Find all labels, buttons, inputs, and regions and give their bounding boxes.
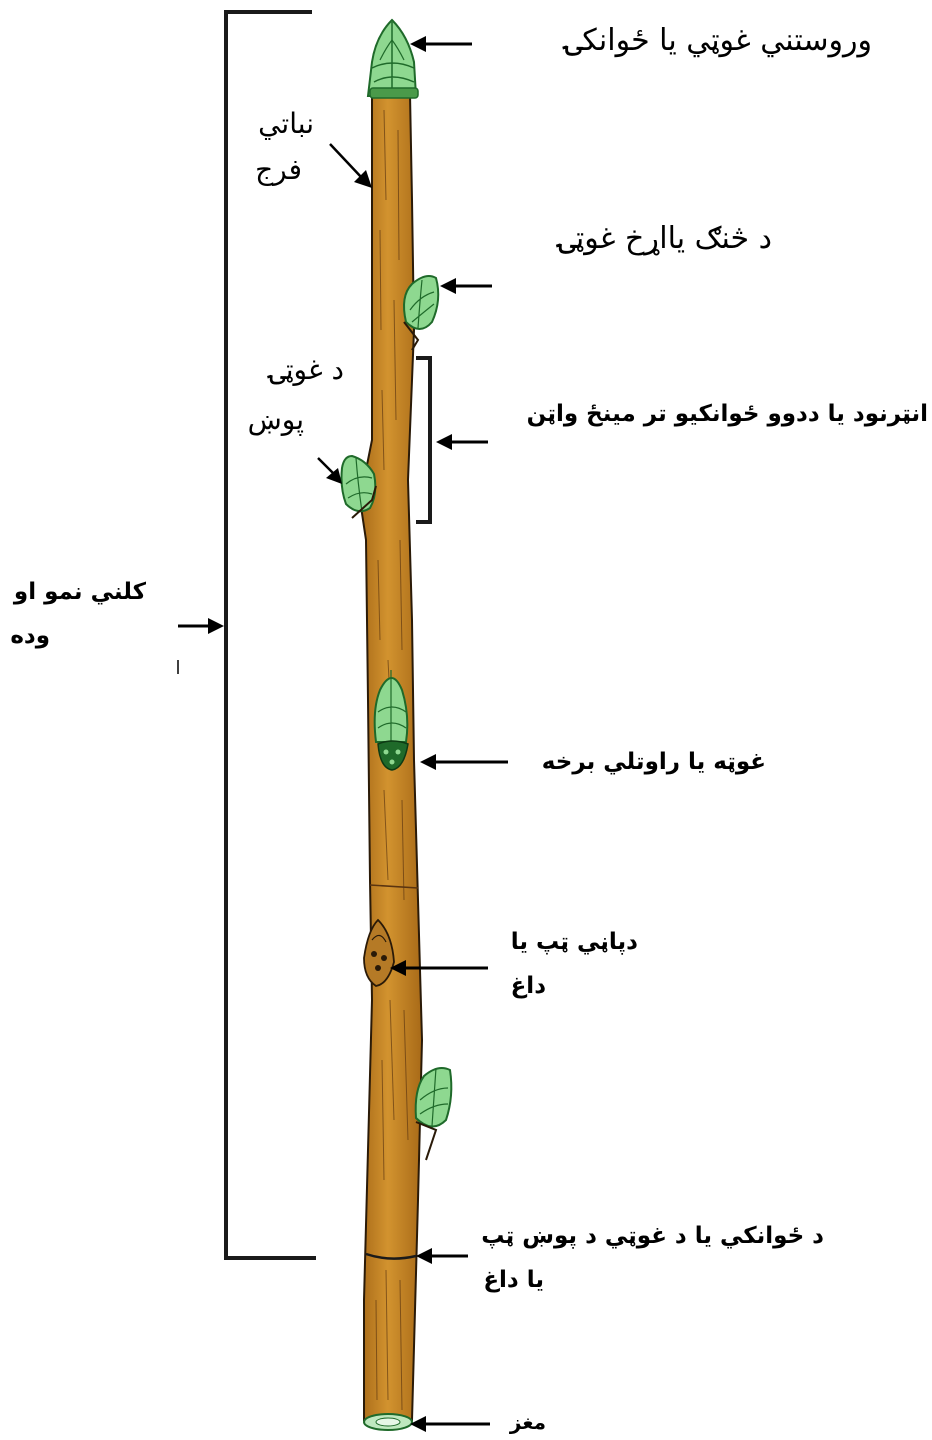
vegetative-part-arrow bbox=[330, 144, 372, 188]
terminal-bud-arrow bbox=[410, 36, 472, 52]
annual-growth-label-line2: وده bbox=[10, 622, 50, 651]
terminal-bud-label: وروستني غوټي يا ځوانکۍ bbox=[565, 22, 872, 60]
leaf-scar-arrow bbox=[390, 960, 488, 976]
node-arrow bbox=[420, 754, 508, 770]
vegetative-part-label-line1: نباتي bbox=[258, 106, 314, 141]
annual-growth-bracket bbox=[226, 12, 316, 1258]
bud-scale-scar-label-line2: يا داغ bbox=[483, 1266, 544, 1295]
pith-arrow bbox=[410, 1416, 490, 1432]
leaf-scar-label-line2: داغ bbox=[511, 972, 546, 1001]
annual-growth-arrow bbox=[178, 618, 224, 634]
bud-scale-scar-arrow bbox=[416, 1248, 468, 1264]
lateral-bud-lower bbox=[416, 1068, 452, 1160]
lateral-bud-arrow bbox=[440, 278, 492, 294]
leaf-scar-label-line1: دپاڼي ټپ يا bbox=[511, 928, 638, 957]
bud-scale-scar-label-line1: د ځوانکي يا د غوټي د پوښ ټپ bbox=[481, 1222, 824, 1251]
terminal-bud bbox=[368, 20, 418, 98]
annual-growth-label-line1: کلني نمو او bbox=[14, 578, 146, 607]
bud-scale-label-line1: د غوټۍ bbox=[269, 352, 344, 387]
pith-label: مغز bbox=[510, 1410, 546, 1435]
pith-cross-section bbox=[364, 1414, 412, 1430]
node-label: غوټه يا راوتلي برخه bbox=[542, 748, 766, 777]
internode-label: انټرنود يا ددوو ځوانکيو تر مينځ واټن bbox=[527, 400, 928, 429]
vegetative-part-label-line2: فرج bbox=[255, 152, 302, 187]
lateral-bud-label: د څنګ يااړخ غوټۍ bbox=[558, 220, 772, 258]
bud-scale-arrow bbox=[318, 458, 342, 484]
internode-bracket bbox=[416, 358, 430, 522]
bud-scale-label-line2: پوښ bbox=[248, 402, 304, 437]
internode-arrow bbox=[436, 434, 488, 450]
